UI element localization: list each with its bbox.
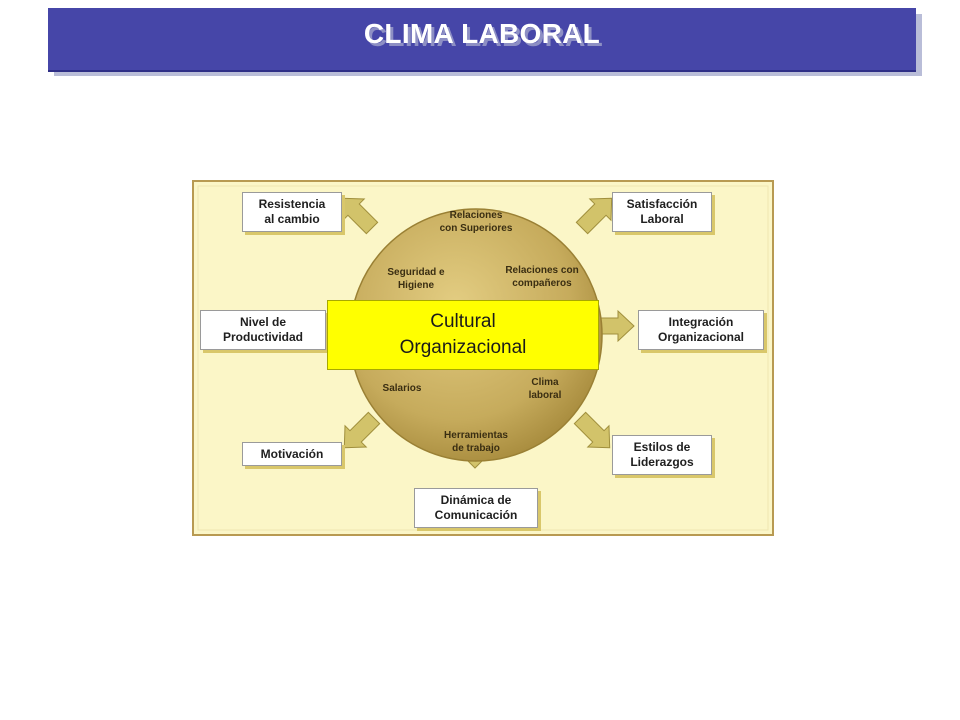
arrow-up-right xyxy=(575,197,613,235)
label-resistencia: Resistencia al cambio xyxy=(242,192,342,232)
inner-seguridad: Seguridad e Higiene xyxy=(387,267,445,291)
arrow-down-left xyxy=(343,411,381,449)
arrow-down-right xyxy=(573,411,611,449)
inner-clima: Clima laboral xyxy=(528,377,562,401)
inner-relaciones-companeros: Relaciones con compañeros xyxy=(505,265,579,289)
overlay-text: Cultural Organizacional xyxy=(399,311,527,358)
label-estilos: Estilos de Liderazgos xyxy=(612,435,712,475)
inner-salarios: Salarios xyxy=(382,383,422,394)
inner-herramientas: Herramientas de trabajo xyxy=(444,430,508,454)
inner-relaciones-superiores: Relaciones con Superiores xyxy=(439,210,513,234)
label-motivacion: Motivación xyxy=(242,442,342,466)
arrow-up-left xyxy=(341,197,379,235)
slide-title: CLIMA LABORAL xyxy=(363,18,601,49)
label-nivel-productividad: Nivel de Productividad xyxy=(200,310,326,350)
title-banner: CLIMA LABORAL xyxy=(48,8,916,72)
label-dinamica: Dinámica de Comunicación xyxy=(414,488,538,528)
cultural-organizacional-box: Cultural Organizacional xyxy=(327,300,599,370)
diagram-panel-inner xyxy=(197,185,769,531)
label-integracion: Integración Organizacional xyxy=(638,310,764,350)
label-satisfaccion: Satisfacción Laboral xyxy=(612,192,712,232)
